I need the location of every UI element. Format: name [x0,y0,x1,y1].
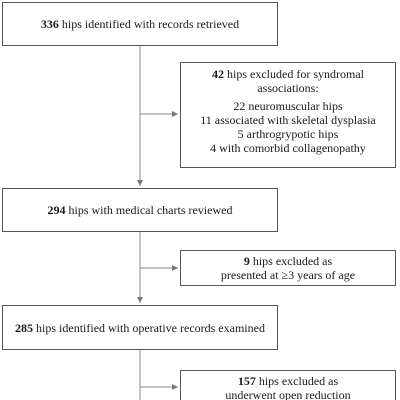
count: 42 [212,67,225,81]
step-box-charts-reviewed: 294 hips with medical charts reviewed [2,188,278,232]
count: 9 [243,254,250,268]
exclusion-box-open-reduction: 157 hips excluded as underwent open redu… [180,370,396,400]
exclusion-lead: 42 hips excluded for syndromal [212,67,364,81]
exclusion-box-syndromal: 42 hips excluded for syndromal associati… [180,62,396,168]
count: 285 [15,320,34,335]
exclusion-lead-continued: presented at ≥3 years of age [220,268,356,282]
exclusion-box-age: 9 hips excluded as presented at ≥3 years… [180,250,396,286]
count: 157 [237,374,256,388]
exclusion-item: 4 with comorbid collagenopathy [210,141,366,155]
step-text: 294 hips with medical charts reviewed [47,203,233,217]
step-box-records-retrieved: 336 hips identified with records retriev… [2,2,278,46]
count: 294 [47,203,66,217]
exclusion-item: 22 neuromuscular hips [233,99,343,113]
exclusion-item: 5 arthrogrypotic hips [237,127,339,141]
exclusion-item: 11 associated with skeletal dysplasia [200,113,376,127]
step-text: 336 hips identified with records retriev… [40,17,240,31]
step-text: 285 hips identified with operative recor… [15,320,265,335]
exclusion-lead: 9 hips excluded as [243,254,333,268]
count: 336 [40,17,59,31]
step-box-operative-records: 285 hips identified with operative recor… [2,305,278,350]
exclusion-lead-continued: associations: [257,81,319,95]
exclusion-lead-continued: underwent open reduction [225,388,351,400]
exclusion-lead: 157 hips excluded as [237,374,339,388]
